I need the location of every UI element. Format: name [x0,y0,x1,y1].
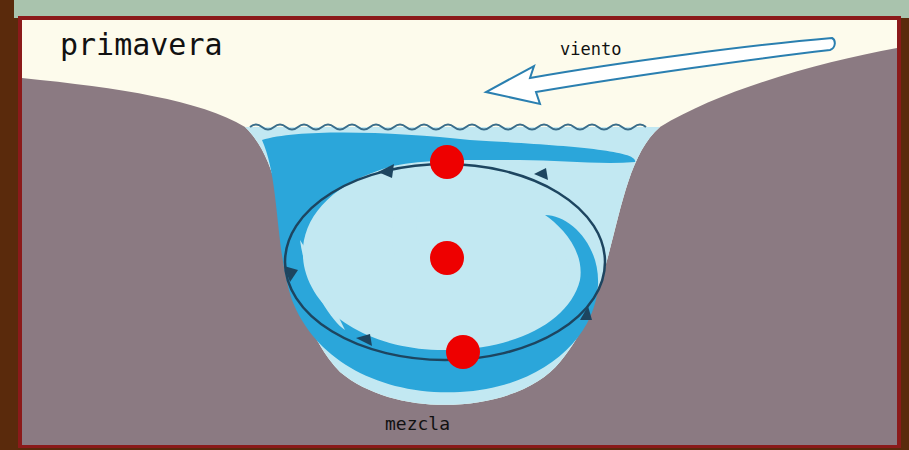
mixing-label: mezcla [385,414,450,434]
sample-dot [446,335,480,369]
swirl-gap [392,175,470,294]
wind-arrow [486,38,835,104]
mixing-current [262,132,635,392]
water [245,127,660,405]
season-title: primavera [60,28,223,61]
sky [22,20,897,445]
sample-dot [430,241,464,275]
water-surface [250,125,646,130]
circulation-arrowheads [284,164,592,346]
frame-border [18,16,901,448]
top-strip [14,0,909,18]
ground [22,48,897,445]
swirl-gap [540,230,569,310]
swirl-gap [300,240,345,330]
sample-dot [430,145,464,179]
wind-label: viento [560,40,621,59]
circulation-loop [285,164,605,360]
